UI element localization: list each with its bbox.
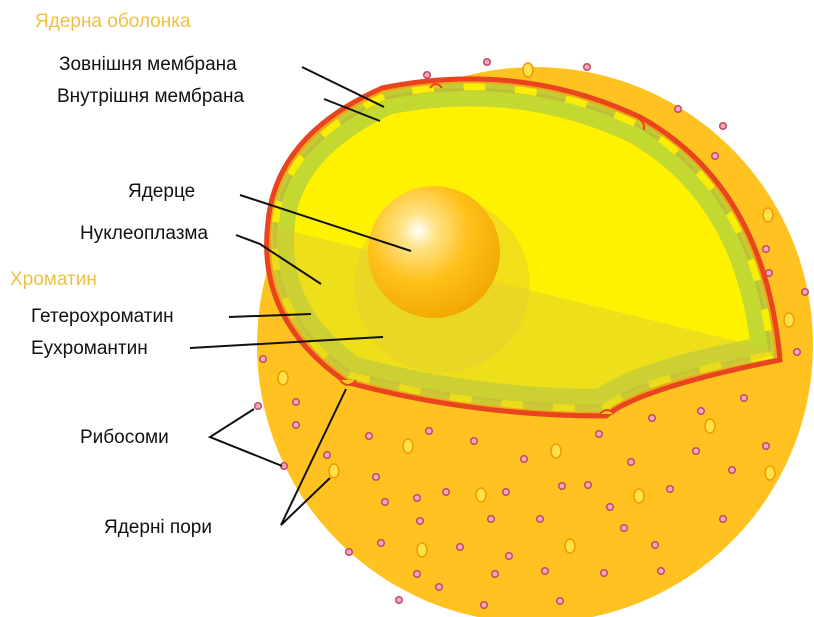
- ribosomes-label: Рибосоми: [80, 428, 169, 447]
- outer-membrane-label: Зовнішня мембрана: [59, 55, 237, 74]
- nucleolus-ball: [368, 186, 500, 318]
- inner-membrane-label: Внутрішня мембрана: [57, 87, 244, 106]
- nuclear-pores-label: Ядерні пори: [104, 518, 212, 537]
- nuclear-envelope-heading: Ядерна оболонка: [35, 12, 191, 31]
- nucleoplasm-label: Нуклеоплазма: [80, 224, 208, 243]
- leader-outer-membrane: [302, 67, 384, 107]
- nucleolus-label: Ядерце: [128, 182, 195, 201]
- heterochromatin-label: Гетерохроматин: [31, 307, 174, 326]
- euchromatin-label: Еухромантин: [31, 339, 148, 358]
- chromatin-heading: Хроматин: [10, 270, 97, 289]
